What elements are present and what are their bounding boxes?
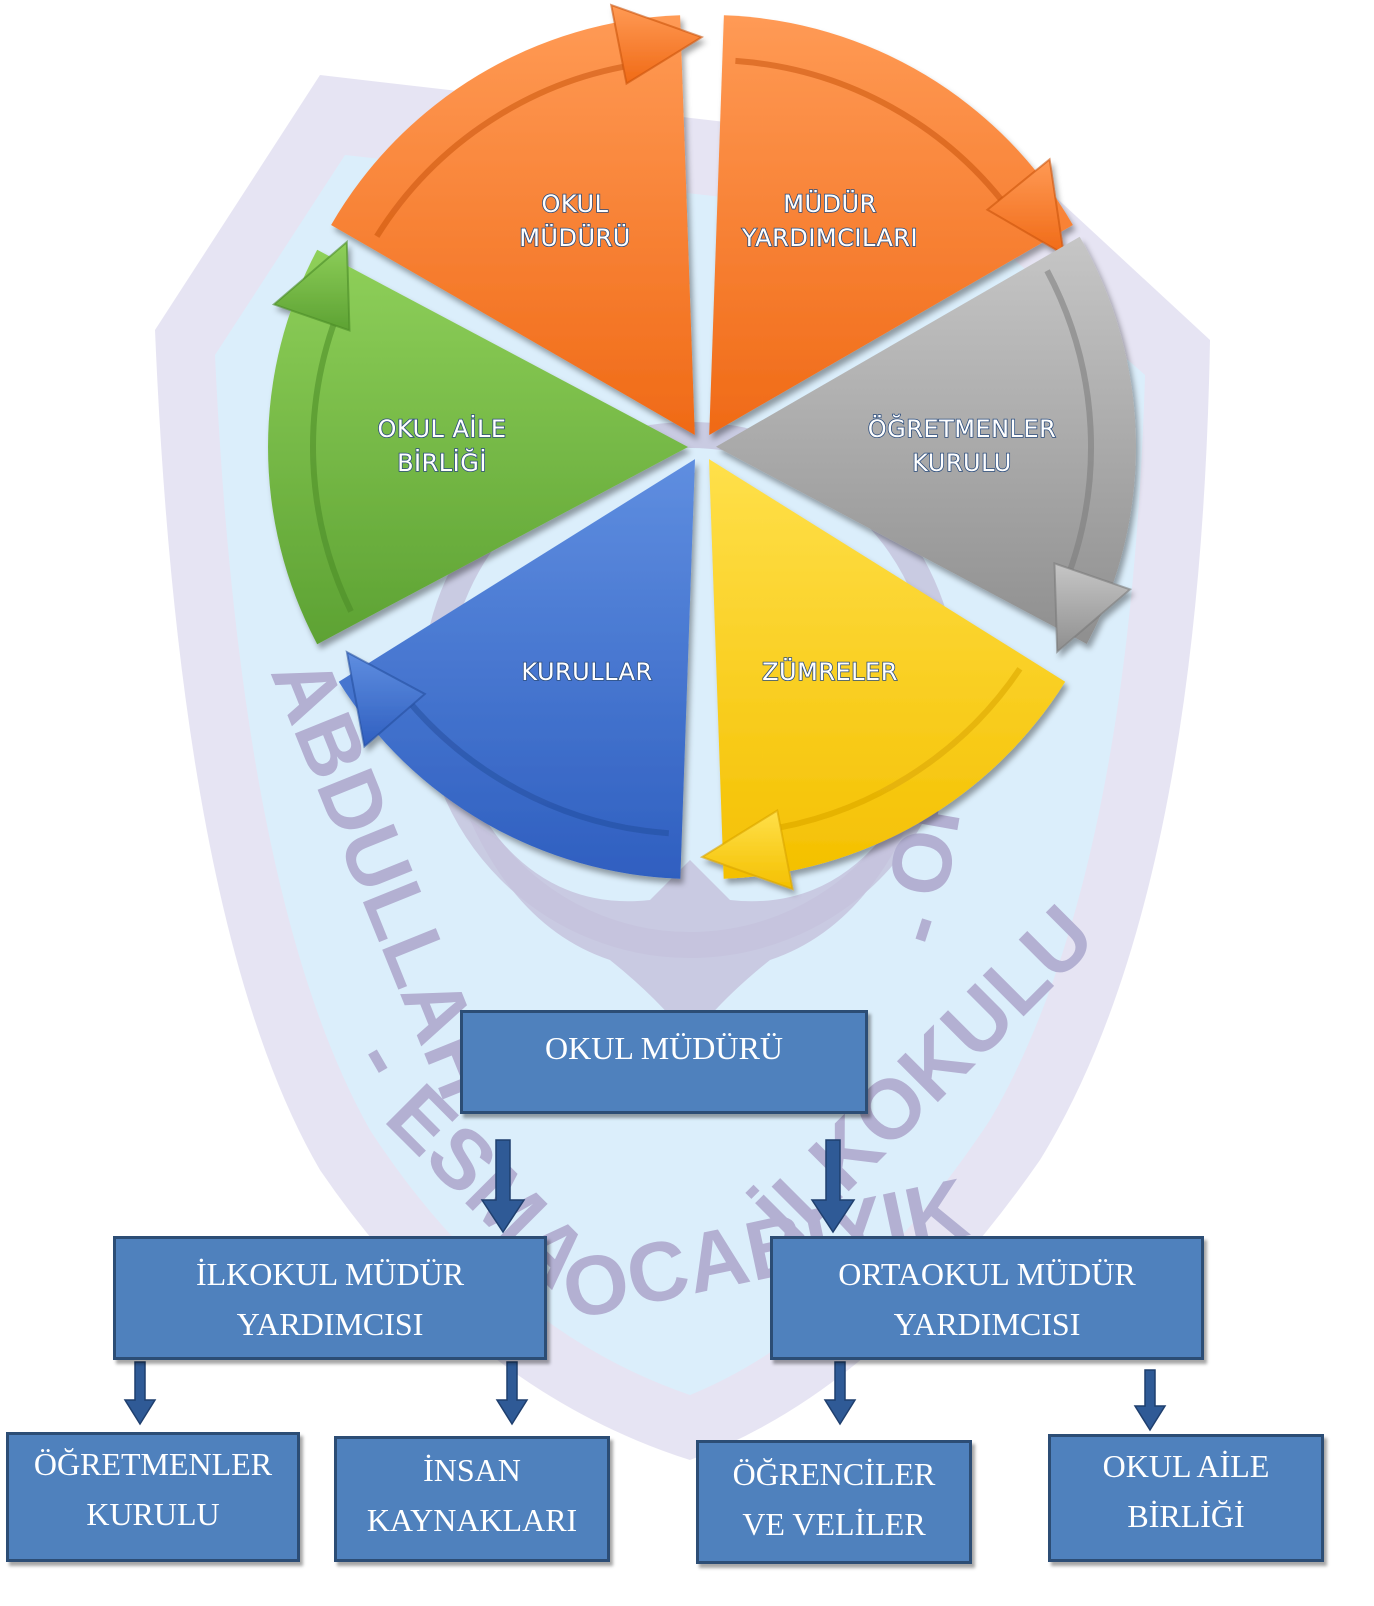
arrow-head-icon <box>609 3 704 86</box>
org-leaf-3-line2: VE VELİLER <box>742 1506 926 1542</box>
arrow-head-icon <box>1053 561 1133 654</box>
org-right-line1: ORTAOKUL MÜDÜR <box>838 1256 1136 1292</box>
arrow-down-icon <box>1133 1369 1167 1432</box>
arrow-head-icon <box>271 239 351 332</box>
segment-ogretmenler-kurulu-label-line2: KURULU <box>912 449 1012 477</box>
org-leaf-2-line1: İNSAN <box>423 1452 521 1488</box>
org-leaf-box-2: İNSAN KAYNAKLARI <box>334 1436 610 1562</box>
org-leaf-4-line2: BİRLİĞİ <box>1127 1498 1245 1534</box>
org-left-box: İLKOKUL MÜDÜR YARDIMCISI <box>113 1236 547 1360</box>
segment-kurullar-arc <box>397 688 670 837</box>
segment-okul-muduru-arc <box>374 60 644 238</box>
segment-okul-muduru-label-line1: OKUL <box>542 190 609 218</box>
segment-okul-muduru-wedge <box>331 15 695 436</box>
segment-ogretmenler-kurulu-arc <box>1044 269 1094 589</box>
segment-zumreler-wedge <box>709 459 1066 879</box>
segment-mudur-yardimcilari-label-line1: MÜDÜR <box>783 189 877 218</box>
segment-mudur-yardimcilari-wedge <box>709 15 1073 436</box>
org-leaf-1-line2: KURULU <box>86 1496 220 1532</box>
org-top-label: OKUL MÜDÜRÜ <box>545 1030 783 1066</box>
segment-okul-muduru <box>331 3 704 436</box>
arrow-down-icon <box>480 1139 526 1234</box>
emblem-hands <box>470 820 910 1040</box>
org-leaf-box-3: ÖĞRENCİLER VE VELİLER <box>696 1440 972 1564</box>
segment-ogretmenler-kurulu-label-line1: ÖĞRETMENLER <box>868 413 1057 443</box>
arrow-head-icon <box>985 157 1066 257</box>
org-top-box: OKUL MÜDÜRÜ <box>460 1010 868 1114</box>
segment-okul-aile-birligi-label-line2: BİRLİĞİ <box>397 447 487 477</box>
org-leaf-1-line1: ÖĞRETMENLER <box>33 1446 273 1482</box>
segment-ogretmenler-kurulu-wedge <box>716 236 1136 645</box>
arrow-down-icon <box>123 1361 157 1426</box>
org-leaf-2-line2: KAYNAKLARI <box>366 1502 578 1538</box>
segment-kurullar-wedge <box>338 459 695 879</box>
segment-okul-aile-birligi-wedge <box>268 249 688 645</box>
arrow-head-icon <box>345 650 427 749</box>
segment-mudur-yardimcilari-label-line2: YARDIMCILARI <box>741 224 918 252</box>
org-leaf-box-4: OKUL AİLE BİRLİĞİ <box>1048 1434 1324 1562</box>
segment-mudur-yardimcilari-arc <box>735 57 1016 217</box>
org-right-line2: YARDIMCISI <box>893 1306 1081 1342</box>
segment-okul-aile-birligi-label-line1: OKUL AİLE <box>377 414 506 443</box>
arrow-down-icon <box>823 1361 857 1426</box>
arrow-down-icon <box>495 1361 529 1426</box>
org-left-line2: YARDIMCISI <box>236 1306 424 1342</box>
segment-okul-aile-birligi-arc <box>310 305 354 613</box>
org-leaf-3-line1: ÖĞRENCİLER <box>732 1456 936 1492</box>
segment-zumreler-arc <box>760 667 1023 834</box>
segment-zumreler <box>699 459 1066 891</box>
org-left-line1: İLKOKUL MÜDÜR <box>195 1256 465 1292</box>
segment-ogretmenler-kurulu <box>716 236 1136 654</box>
segment-okul-muduru-label-line2: MÜDÜRÜ <box>519 223 631 252</box>
arrow-down-icon <box>810 1139 856 1234</box>
org-leaf-box-1: ÖĞRETMENLER KURULU <box>6 1432 300 1562</box>
segment-okul-aile-birligi <box>268 239 688 645</box>
org-leaf-4-line1: OKUL AİLE <box>1102 1448 1270 1484</box>
arrow-head-icon <box>699 808 794 891</box>
segment-mudur-yardimcilari <box>709 15 1073 436</box>
segment-zumreler-label-line1: ZÜMRELER <box>762 657 898 686</box>
segment-kurullar-label-line1: KURULLAR <box>521 658 652 686</box>
org-right-box: ORTAOKUL MÜDÜR YARDIMCISI <box>770 1236 1204 1360</box>
segment-kurullar <box>338 459 695 879</box>
